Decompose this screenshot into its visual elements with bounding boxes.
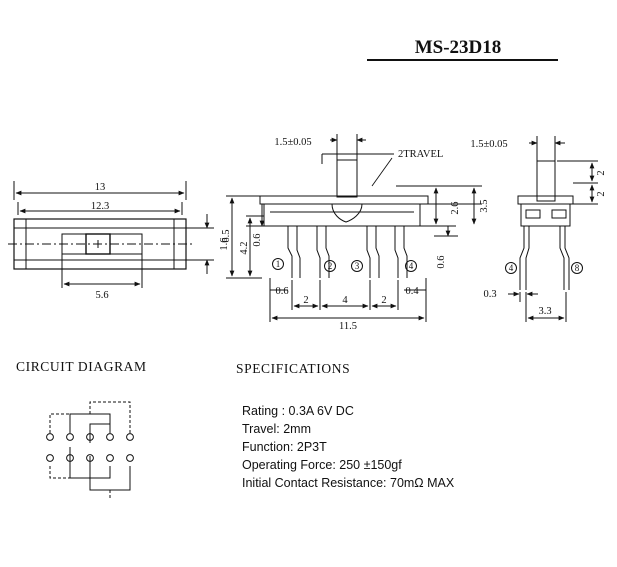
dim-pin-thickness: 0.3 [483,289,496,300]
dim-actuator-width: 5.6 [95,290,108,301]
pin-label-3: 3 [355,261,360,271]
spec-function: Function: 2P3T [242,440,327,454]
dim-end-bottom: 2 [596,191,607,196]
spec-operating-force: Operating Force: 250 ±150gf [242,458,402,472]
part-number-title: MS-23D18 [415,37,502,58]
dim-height-body: 4.2 [239,241,250,254]
pin-label-4: 4 [409,261,414,271]
dim-pitch-right-edge: 0.4 [405,286,419,297]
dim-length-total: 11.5 [339,321,357,332]
dim-width-total: 13 [95,182,106,193]
dim-row-spacing: 3.3 [538,306,551,317]
dim-actuator-width-end: 1.5±0.05 [470,139,507,150]
dim-pitch-left-edge: 0.6 [275,286,288,297]
dim-width-inner: 12.3 [91,201,109,212]
dim-actuator-width-side: 1.5±0.05 [274,137,311,148]
circuit-heading: CIRCUIT DIAGRAM [16,359,147,374]
end-view [505,136,598,322]
front-view [8,181,214,288]
pin-label-end-4: 4 [509,263,514,273]
dim-height-total: 6.5 [221,229,232,242]
side-view [226,134,482,322]
dim-height-offset: 0.6 [252,233,263,246]
pin-label-1: 1 [276,259,281,269]
pin-label-2: 2 [328,261,333,271]
spec-contact-resistance: Initial Contact Resistance: 70mΩ MAX [242,476,455,490]
dim-pitch-1: 2 [303,295,308,306]
dim-pin-length: 0.6 [436,255,447,268]
spec-rating: Rating : 0.3A 6V DC [242,404,354,418]
specs-heading: SPECIFICATIONS [236,361,350,376]
dim-height-upper: 2.6 [450,201,461,214]
spec-travel: Travel: 2mm [242,422,311,436]
dim-height-actuator: 3.5 [479,199,490,212]
dim-end-top: 2 [596,170,607,175]
dim-height: 1.6 [219,237,230,250]
pin-label-end-8: 8 [575,263,580,273]
dim-pitch-2: 4 [342,295,348,306]
dim-pitch-3: 2 [381,295,386,306]
circuit-schematic [46,401,134,500]
dim-travel: 2TRAVEL [398,149,443,160]
